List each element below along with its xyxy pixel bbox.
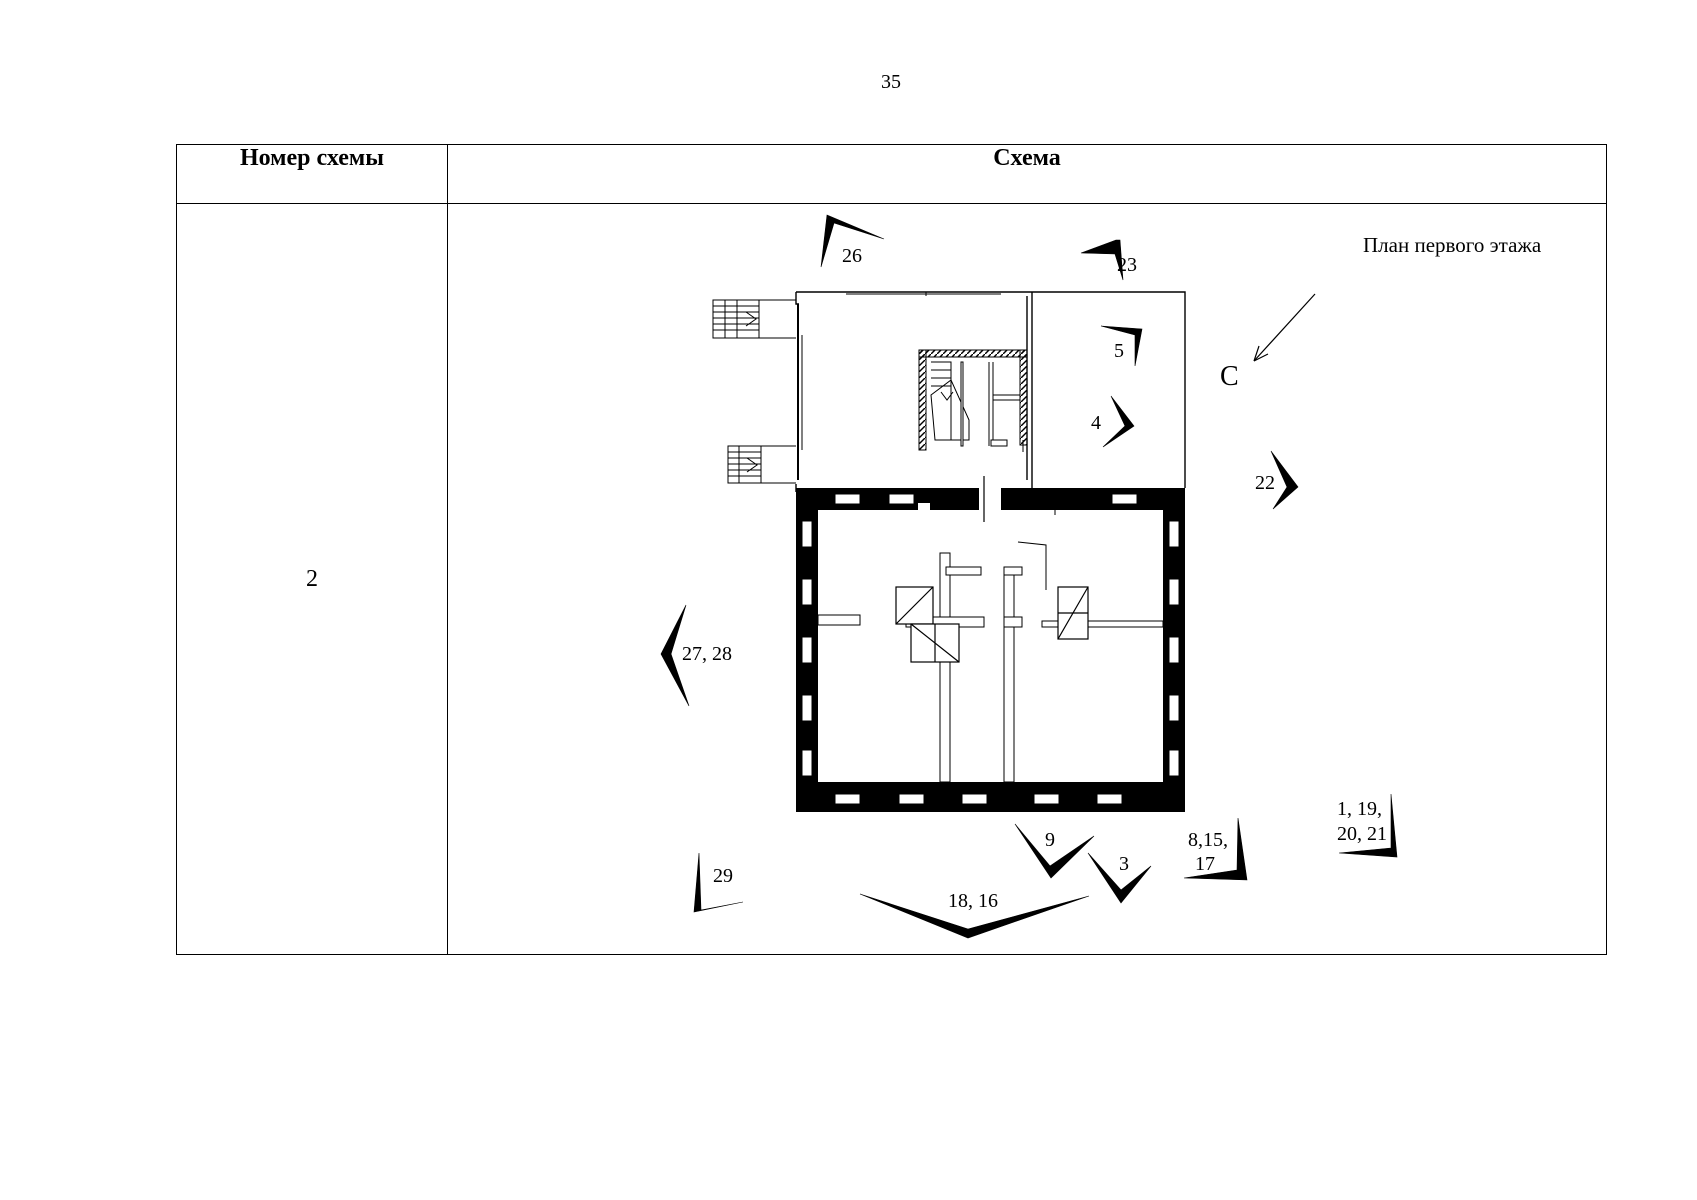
plan-title: План первого этажа xyxy=(1363,233,1542,257)
view-markers xyxy=(660,214,1398,939)
marker-5-label: 5 xyxy=(1114,340,1124,362)
marker-26-shape xyxy=(820,214,885,268)
marker-29-label: 29 xyxy=(713,865,733,887)
marker-22-label: 22 xyxy=(1255,472,1275,494)
table-header-row: Номер схемы Схема xyxy=(176,144,1607,204)
north-arrow: С xyxy=(1220,293,1316,392)
main-building-walls xyxy=(796,476,1185,812)
marker-4-label: 4 xyxy=(1091,412,1101,434)
table-row: 2 План первого этажа С xyxy=(176,203,1607,955)
view-marker-labels: 26 23 5 4 22 27, 28 9 3 8,15, 17 1, 19, … xyxy=(682,245,1387,912)
marker-29-shape xyxy=(693,852,744,913)
marker-1-19-20-21-label-line2: 20, 21 xyxy=(1337,823,1387,845)
marker-27-28-label: 27, 28 xyxy=(682,643,732,665)
marker-8-15-17-shape xyxy=(1183,817,1248,881)
annex-walls xyxy=(795,291,1186,492)
marker-18-16-label: 18, 16 xyxy=(948,890,998,912)
header-scheme: Схема xyxy=(447,144,1607,204)
schemes-table: Номер схемы Схема 2 План первого этажа С xyxy=(176,144,1607,955)
marker-9-shape xyxy=(1014,823,1095,879)
header-scheme-number: Номер схемы xyxy=(176,144,448,204)
scheme-number-cell: 2 xyxy=(176,203,448,955)
entrance-stairs-bottom xyxy=(727,445,796,484)
marker-3-label: 3 xyxy=(1119,853,1129,875)
entrance-stairs-top xyxy=(712,299,796,339)
marker-9-label: 9 xyxy=(1045,829,1055,851)
stove-blocks xyxy=(895,586,1089,663)
marker-8-15-17-label-line2: 17 xyxy=(1195,853,1215,875)
marker-8-15-17-label-line1: 8,15, xyxy=(1188,829,1228,851)
marker-1-19-20-21-shape xyxy=(1338,793,1398,858)
marker-5-shape xyxy=(1100,325,1143,367)
marker-23-shape xyxy=(1080,239,1124,281)
marker-26-label: 26 xyxy=(842,245,862,267)
marker-27-28-shape xyxy=(660,604,690,707)
scheme-cell: План первого этажа С xyxy=(447,203,1607,955)
marker-3-shape xyxy=(1087,852,1152,904)
marker-18-16-shape xyxy=(859,893,1090,939)
page-number: 35 xyxy=(881,71,901,93)
marker-1-19-20-21-label-line1: 1, 19, xyxy=(1337,798,1382,820)
interior-staircase xyxy=(918,349,1028,452)
marker-22-shape xyxy=(1270,450,1299,510)
marker-4-shape xyxy=(1102,395,1135,448)
marker-23-label: 23 xyxy=(1117,254,1137,276)
floor-plan-drawing: План первого этажа С xyxy=(660,214,1542,939)
north-label: С xyxy=(1220,361,1239,392)
